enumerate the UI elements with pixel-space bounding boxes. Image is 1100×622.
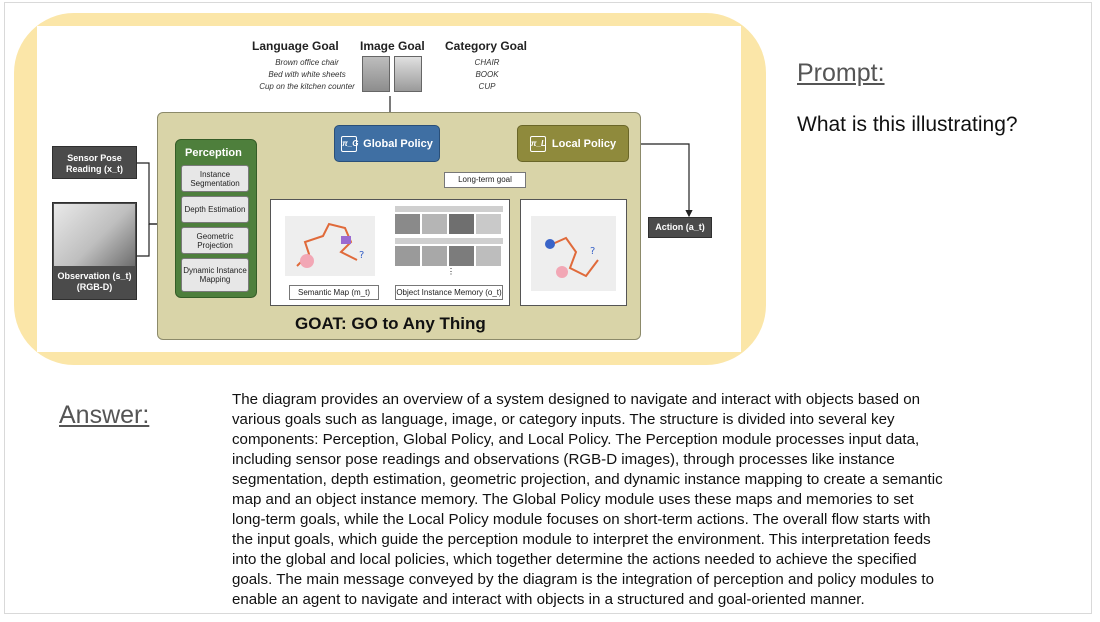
answer-line: map and an object instance memory. The G… <box>232 491 914 508</box>
pi-g-icon: π_G <box>341 135 359 152</box>
local-policy-module: π_L Local Policy <box>517 125 629 162</box>
perception-step-dynamic-instance-mapping: Dynamic Instance Mapping <box>181 258 249 292</box>
image-goal-thumbnail <box>394 56 422 92</box>
answer-line: various goals such as language, image, o… <box>232 411 895 428</box>
local-map-graphic: ? <box>531 216 616 291</box>
perception-step-instance-segmentation: Instance Segmentation <box>181 165 249 192</box>
answer-line: including sensor pose readings and obser… <box>232 451 895 468</box>
long-term-goal-label: Long-term goal <box>444 172 526 188</box>
language-goal-item: Cup on the kitchen counter <box>259 82 355 91</box>
pi-l-icon: π_L <box>529 135 546 152</box>
answer-line: The diagram provides an overview of a sy… <box>232 391 920 408</box>
answer-line: into the global and local policies, whic… <box>232 551 917 568</box>
local-map-panel: ? <box>520 199 627 306</box>
goat-diagram-image: Language Goal Brown office chair Bed wit… <box>37 26 741 352</box>
image-goal-heading: Image Goal <box>360 39 425 53</box>
answer-line: long-term goals, while the Local Policy … <box>232 511 931 528</box>
svg-text:?: ? <box>359 250 364 261</box>
local-policy-label: Local Policy <box>551 137 617 150</box>
svg-text:?: ? <box>590 246 595 257</box>
language-goal-heading: Language Goal <box>252 39 339 53</box>
semantic-map-graphic: ? <box>285 216 375 276</box>
language-goal-list: Brown office chair Bed with white sheets… <box>237 57 377 93</box>
slide-frame <box>4 2 1092 614</box>
answer-line: components: Perception, Global Policy, a… <box>232 431 920 448</box>
language-goal-item: Bed with white sheets <box>268 70 346 79</box>
category-goal-list: CHAIR BOOK CUP <box>462 57 512 93</box>
perception-step-depth-estimation: Depth Estimation <box>181 196 249 223</box>
category-goal-heading: Category Goal <box>445 39 528 53</box>
answer-label: Answer: <box>59 401 150 429</box>
observation-image <box>54 204 135 266</box>
prompt-text: What is this illustrating? <box>797 113 1018 136</box>
global-policy-label: Global Policy <box>363 137 433 150</box>
image-goal-thumbnail <box>362 56 390 92</box>
perception-title: Perception <box>185 147 242 159</box>
prompt-label: Prompt: <box>797 59 885 87</box>
answer-line: segmentation, depth estimation, geometri… <box>232 471 943 488</box>
goat-title: GOAT: GO to Any Thing <box>295 314 486 333</box>
answer-text: The diagram provides an overview of a sy… <box>232 390 1032 610</box>
action-box: Action (a_t) <box>648 217 712 238</box>
global-policy-module: π_G Global Policy <box>334 125 440 162</box>
semantic-map-label: Semantic Map (m_t) <box>289 285 379 300</box>
sensor-pose-box: Sensor Pose Reading (x_t) <box>52 146 137 179</box>
observation-box: Observation (s_t) (RGB-D) <box>52 202 137 300</box>
answer-line: enable an agent to navigate and interact… <box>232 591 865 608</box>
object-memory-label: Object Instance Memory (o_t) <box>395 285 503 300</box>
perception-step-geometric-projection: Geometric Projection <box>181 227 249 254</box>
answer-line: goals. The main message conveyed by the … <box>232 571 934 588</box>
object-memory-thumbnails: ⋮ <box>395 206 503 278</box>
answer-line: the input goals, which guide the percept… <box>232 531 931 548</box>
observation-label: Observation (s_t) (RGB-D) <box>53 267 136 299</box>
maps-panel: ? ⋮ Semantic Map (m_t) Object Instance M… <box>270 199 510 306</box>
category-goal-item: CUP <box>478 82 496 91</box>
language-goal-item: Brown office chair <box>275 58 339 67</box>
perception-module: Perception Instance Segmentation Depth E… <box>175 139 257 298</box>
category-goal-item: BOOK <box>475 70 499 79</box>
category-goal-item: CHAIR <box>474 58 500 67</box>
